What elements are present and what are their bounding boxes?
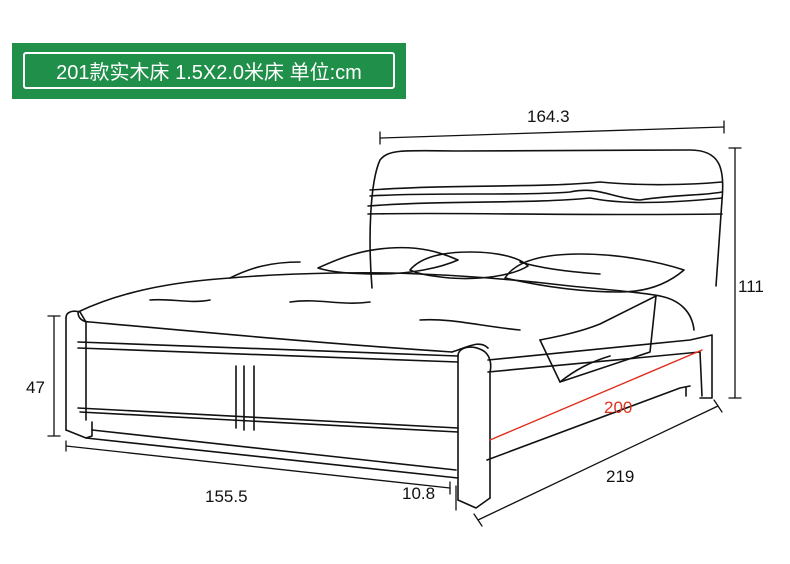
footboard-width-label: 155.5	[205, 487, 248, 506]
headboard-height-label: 111	[738, 277, 764, 296]
title-banner-frame: 201款实木床 1.5X2.0米床 单位:cm	[23, 52, 395, 89]
banner-title: 201款实木床 1.5X2.0米床 单位:cm	[56, 62, 362, 84]
headboard-width-label: 164.3	[527, 107, 570, 126]
mattress	[77, 261, 695, 353]
footboard	[65, 310, 492, 509]
side-rail	[486, 334, 713, 461]
headboard	[367, 149, 724, 289]
total-length-label: 219	[606, 467, 635, 486]
dimension-lines	[47, 120, 742, 527]
mattress-length-label: 200	[604, 398, 633, 417]
pillows	[317, 246, 685, 293]
foot-leg-height-label: 10.8	[402, 484, 436, 503]
title-banner: 201款实木床 1.5X2.0米床 单位:cm	[12, 43, 406, 99]
footboard-height-label: 47	[26, 378, 45, 397]
duvet-fold	[539, 295, 657, 383]
mattress-length-line	[489, 349, 703, 441]
